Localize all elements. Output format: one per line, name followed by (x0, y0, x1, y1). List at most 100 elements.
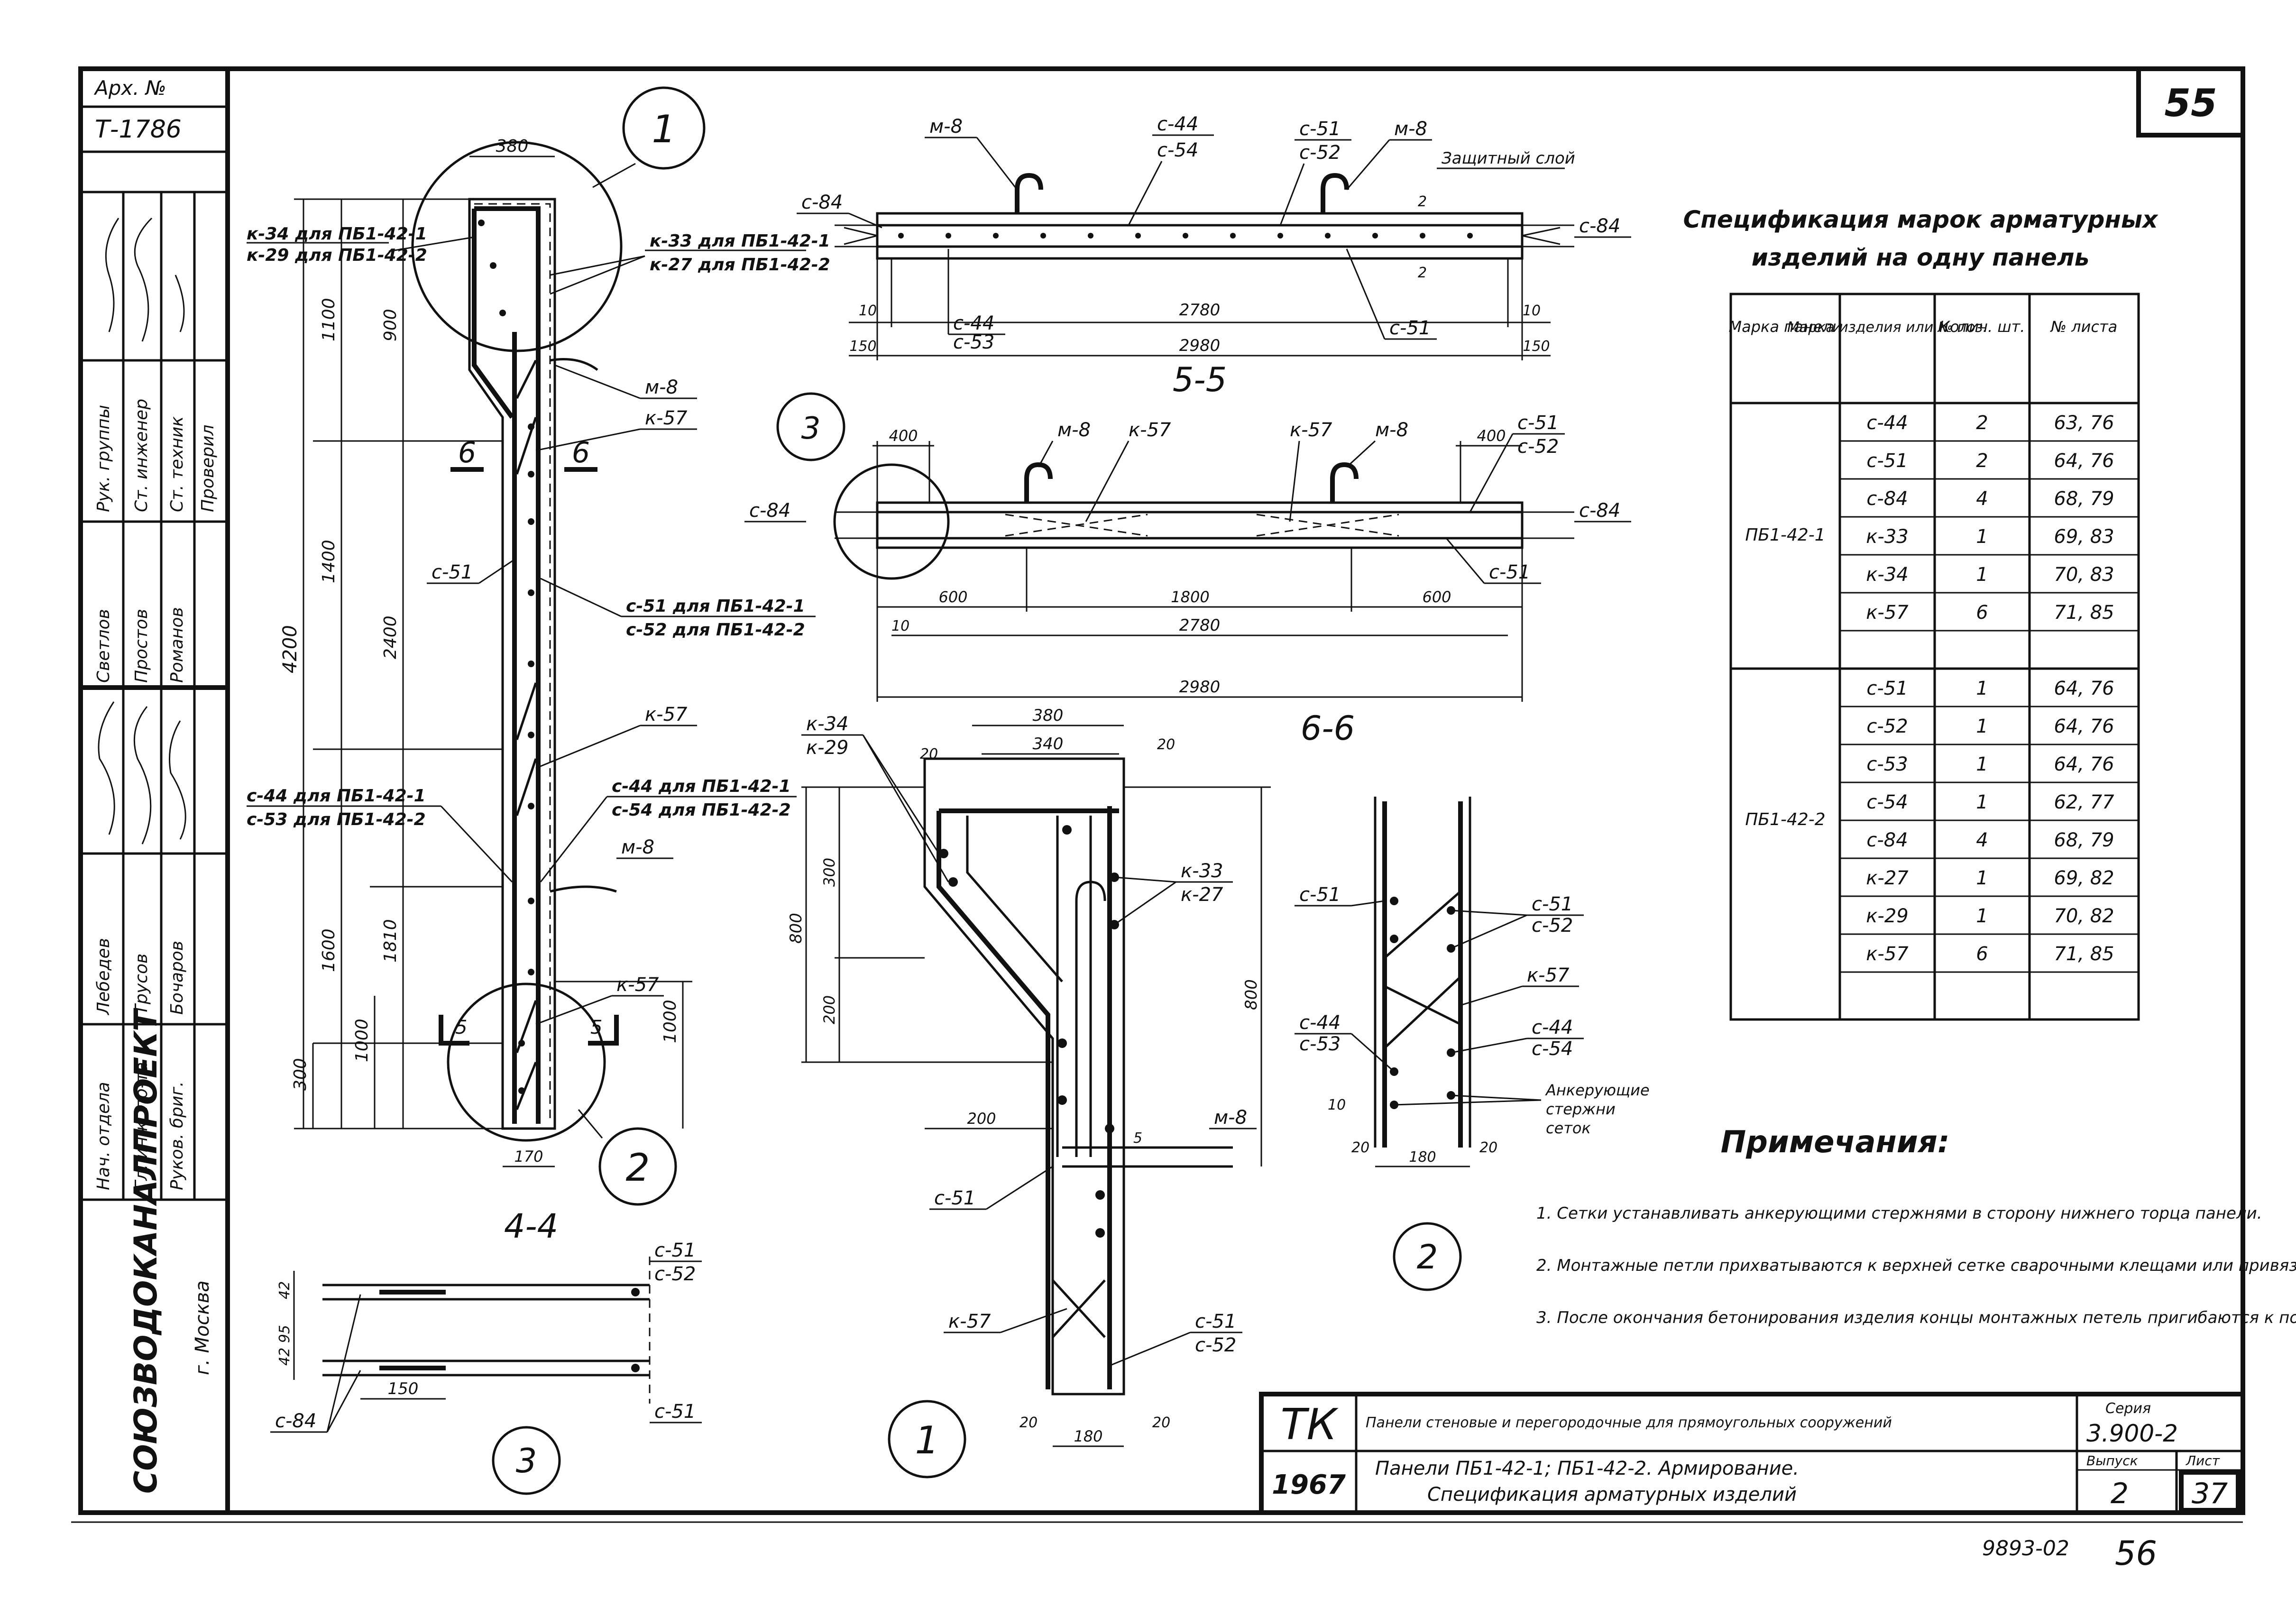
spec-cell: 6 (1976, 943, 1988, 965)
label-c52-d3a: с-52 (654, 1263, 696, 1285)
name-2: Простов (132, 609, 151, 683)
rebar-dots-detail-2 (1390, 897, 1455, 1109)
label-k57-d2: к-57 (1527, 964, 1570, 986)
dim-2980-a: 2980 (1179, 336, 1221, 355)
spec-cell: 2 (1976, 450, 1988, 472)
label-m8-66b: м-8 (1375, 419, 1408, 441)
dim-5-d1: 5 (1133, 1130, 1142, 1147)
detail-1-title: 1 (915, 1418, 939, 1462)
dim-170: 170 (514, 1148, 543, 1166)
label-k29: к-29 для ПБ1-42-2 (247, 246, 427, 265)
label-m8-55a: м-8 (929, 116, 963, 138)
dim-1600: 1600 (319, 928, 339, 972)
dim-2780-a: 2780 (1179, 301, 1221, 320)
notes-title: Примечания: (1721, 1125, 1950, 1160)
dim-300: 300 (291, 1058, 310, 1091)
label-c51-d3b: с-51 (654, 1401, 696, 1423)
spec-cell: 2 (1976, 412, 1988, 434)
spec-title-1: Спецификация марок арматурных (1683, 206, 2159, 233)
spec-cell: с-52 (1866, 716, 1908, 737)
dim-200-d1: 200 (820, 995, 838, 1024)
spec-cell: с-51 (1866, 450, 1908, 472)
label-anchor-3: сеток (1546, 1119, 1591, 1137)
dim-300-d1: 300 (820, 858, 838, 887)
spec-cell: к-27 (1866, 867, 1909, 889)
spec-cell: 71, 85 (2054, 602, 2114, 624)
spec-header-2: Марка изделия или № поз. (1787, 319, 1987, 336)
dim-1400: 1400 (319, 540, 339, 583)
title-line-2: Панели ПБ1-42-1; ПБ1-42-2. Армирование. (1375, 1458, 1799, 1479)
detail-3-callout-circle (833, 463, 950, 580)
spec-cell: 70, 82 (2054, 905, 2114, 927)
label-c53-a: с-53 для ПБ1-42-2 (247, 810, 426, 829)
dim-20-d1c: 20 (1019, 1414, 1038, 1431)
dim-20-d1a: 20 (1157, 736, 1175, 753)
label-c51-55: с-51 (1299, 118, 1341, 140)
detail-3-title: 3 (516, 1442, 537, 1480)
label-c51-d2a: с-51 (1299, 884, 1341, 906)
label-m8-b: м-8 (621, 836, 654, 858)
detail-1-callout-circle (411, 141, 623, 352)
dim-150-a: 150 (849, 338, 876, 355)
spec-cell: 4 (1976, 488, 1988, 510)
label-c51-55c: с-51 (1389, 317, 1431, 339)
section-5-5-title: 5-5 (1173, 360, 1227, 399)
dim-20-d2a: 20 (1351, 1139, 1369, 1156)
label-c51-66b: с-51 (1489, 561, 1530, 583)
spec-cell: 1 (1976, 867, 1988, 889)
spec-cell: 6 (1976, 602, 1988, 624)
dim-1100: 1100 (319, 298, 339, 341)
series-value: 3.900-2 (2086, 1420, 2178, 1447)
dim-150-b: 150 (1523, 338, 1550, 355)
title-block: ТК 1967 Панели стеновые и перегородочные… (1259, 1392, 2245, 1515)
dim-800-d1: 800 (787, 913, 806, 944)
label-c54-b: с-54 для ПБ1-42-2 (612, 800, 791, 820)
name-3: Романов (167, 607, 187, 683)
label-protective-layer: Защитный слой (1442, 149, 1575, 168)
spec-cell: 64, 76 (2054, 678, 2114, 699)
label-c54-d2b: с-54 (1532, 1038, 1573, 1060)
spec-group-1: ПБ1-42-1 (1745, 525, 1825, 545)
spec-cell: 64, 76 (2054, 716, 2114, 737)
dim-900: 900 (381, 309, 400, 341)
label-c44-d2b: с-44 (1532, 1017, 1573, 1038)
spec-cell: 64, 76 (2054, 753, 2114, 775)
spec-cell: 4 (1976, 829, 1988, 851)
label-k57-66b: к-57 (1290, 419, 1332, 441)
dim-1810: 1810 (381, 919, 400, 963)
dim-4200: 4200 (279, 625, 301, 673)
role-6: Гл. инж. пр-та (132, 1062, 151, 1190)
note-3: 3. После окончания бетонирования изделия… (1536, 1308, 2296, 1327)
label-c44-55: с-44 (1157, 113, 1198, 135)
notes-block: Примечания: 1. Сетки устанавливать анкер… (1536, 1125, 2296, 1327)
handwritten-page-number: 56 (2115, 1534, 2157, 1573)
spec-cell: с-84 (1866, 488, 1908, 510)
dim-400-a: 400 (889, 427, 918, 445)
label-c84-55b: с-84 (1579, 215, 1620, 237)
label-k57-c: к-57 (616, 974, 659, 996)
archive-label: Арх. № (93, 76, 166, 100)
note-1: 1. Сетки устанавливать анкерующими стерж… (1536, 1204, 2262, 1223)
detail-3-view: 42 42 95 150 с-51 с-52 с-51 с-84 3 (270, 1240, 702, 1495)
dim-150-d3: 150 (388, 1379, 419, 1398)
label-k34: к-34 для ПБ1-42-1 (247, 224, 427, 244)
label-c53-55b: с-53 (953, 331, 994, 353)
cut-5-right: 5 (590, 1017, 602, 1038)
dim-2400: 2400 (381, 615, 400, 659)
spec-cell: 1 (1976, 564, 1988, 586)
label-c44-d2a: с-44 (1299, 1012, 1341, 1034)
spec-cell: 1 (1976, 753, 1988, 775)
spec-cell: 63, 76 (2054, 412, 2114, 434)
label-c53-d2a: с-53 (1299, 1033, 1341, 1055)
spec-cell: к-34 (1866, 564, 1909, 586)
spec-cell: 70, 83 (2054, 564, 2114, 586)
spec-cell: с-84 (1866, 829, 1908, 851)
section-6-6-view: 3 400 400 600 1800 600 2780 10 2980 6-6 … (744, 392, 1631, 748)
spec-cell: 71, 85 (2054, 943, 2114, 965)
page-number-box: 55 (2136, 66, 2245, 138)
dim-800-d1b: 800 (1242, 979, 1261, 1010)
label-anchor-1: Анкерующие (1545, 1081, 1650, 1099)
spec-cell: с-44 (1866, 412, 1908, 434)
dim-400-b: 400 (1477, 427, 1506, 445)
